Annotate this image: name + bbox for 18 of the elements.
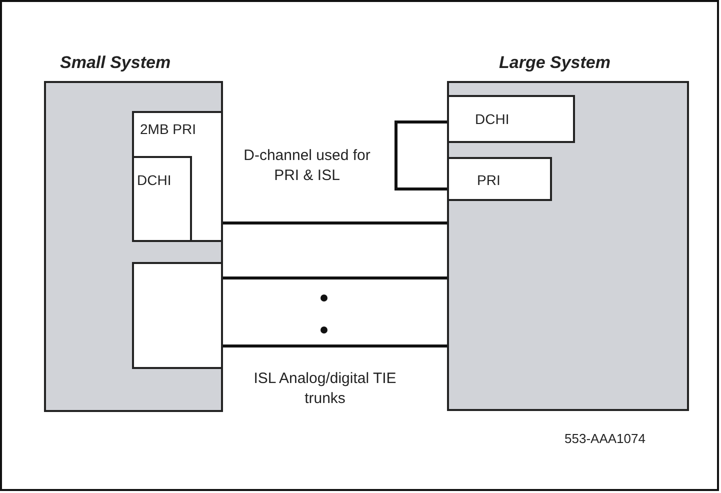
circuit-card [132,156,192,242]
line-description: ISL Analog/digital TIE trunks [252,369,398,408]
figure-number: 553-AAA1074 [564,431,646,448]
system-heading: Large System [499,53,610,73]
circuit-card [447,95,575,143]
connector-line [223,276,447,280]
system-heading: Small System [60,53,171,73]
circuit-card [132,111,223,242]
card-label: DCHI [137,172,172,188]
circuit-card [447,157,552,201]
connector-line [223,222,447,224]
card-label: PRI [477,172,500,188]
connector-line [394,120,447,190]
line-description: D-channel used for PRI & ISL [242,146,372,185]
card-label: 2MB PRI [140,121,196,137]
circuit-card [132,262,223,369]
connector-line [223,344,447,348]
card-label: DCHI [475,111,510,127]
